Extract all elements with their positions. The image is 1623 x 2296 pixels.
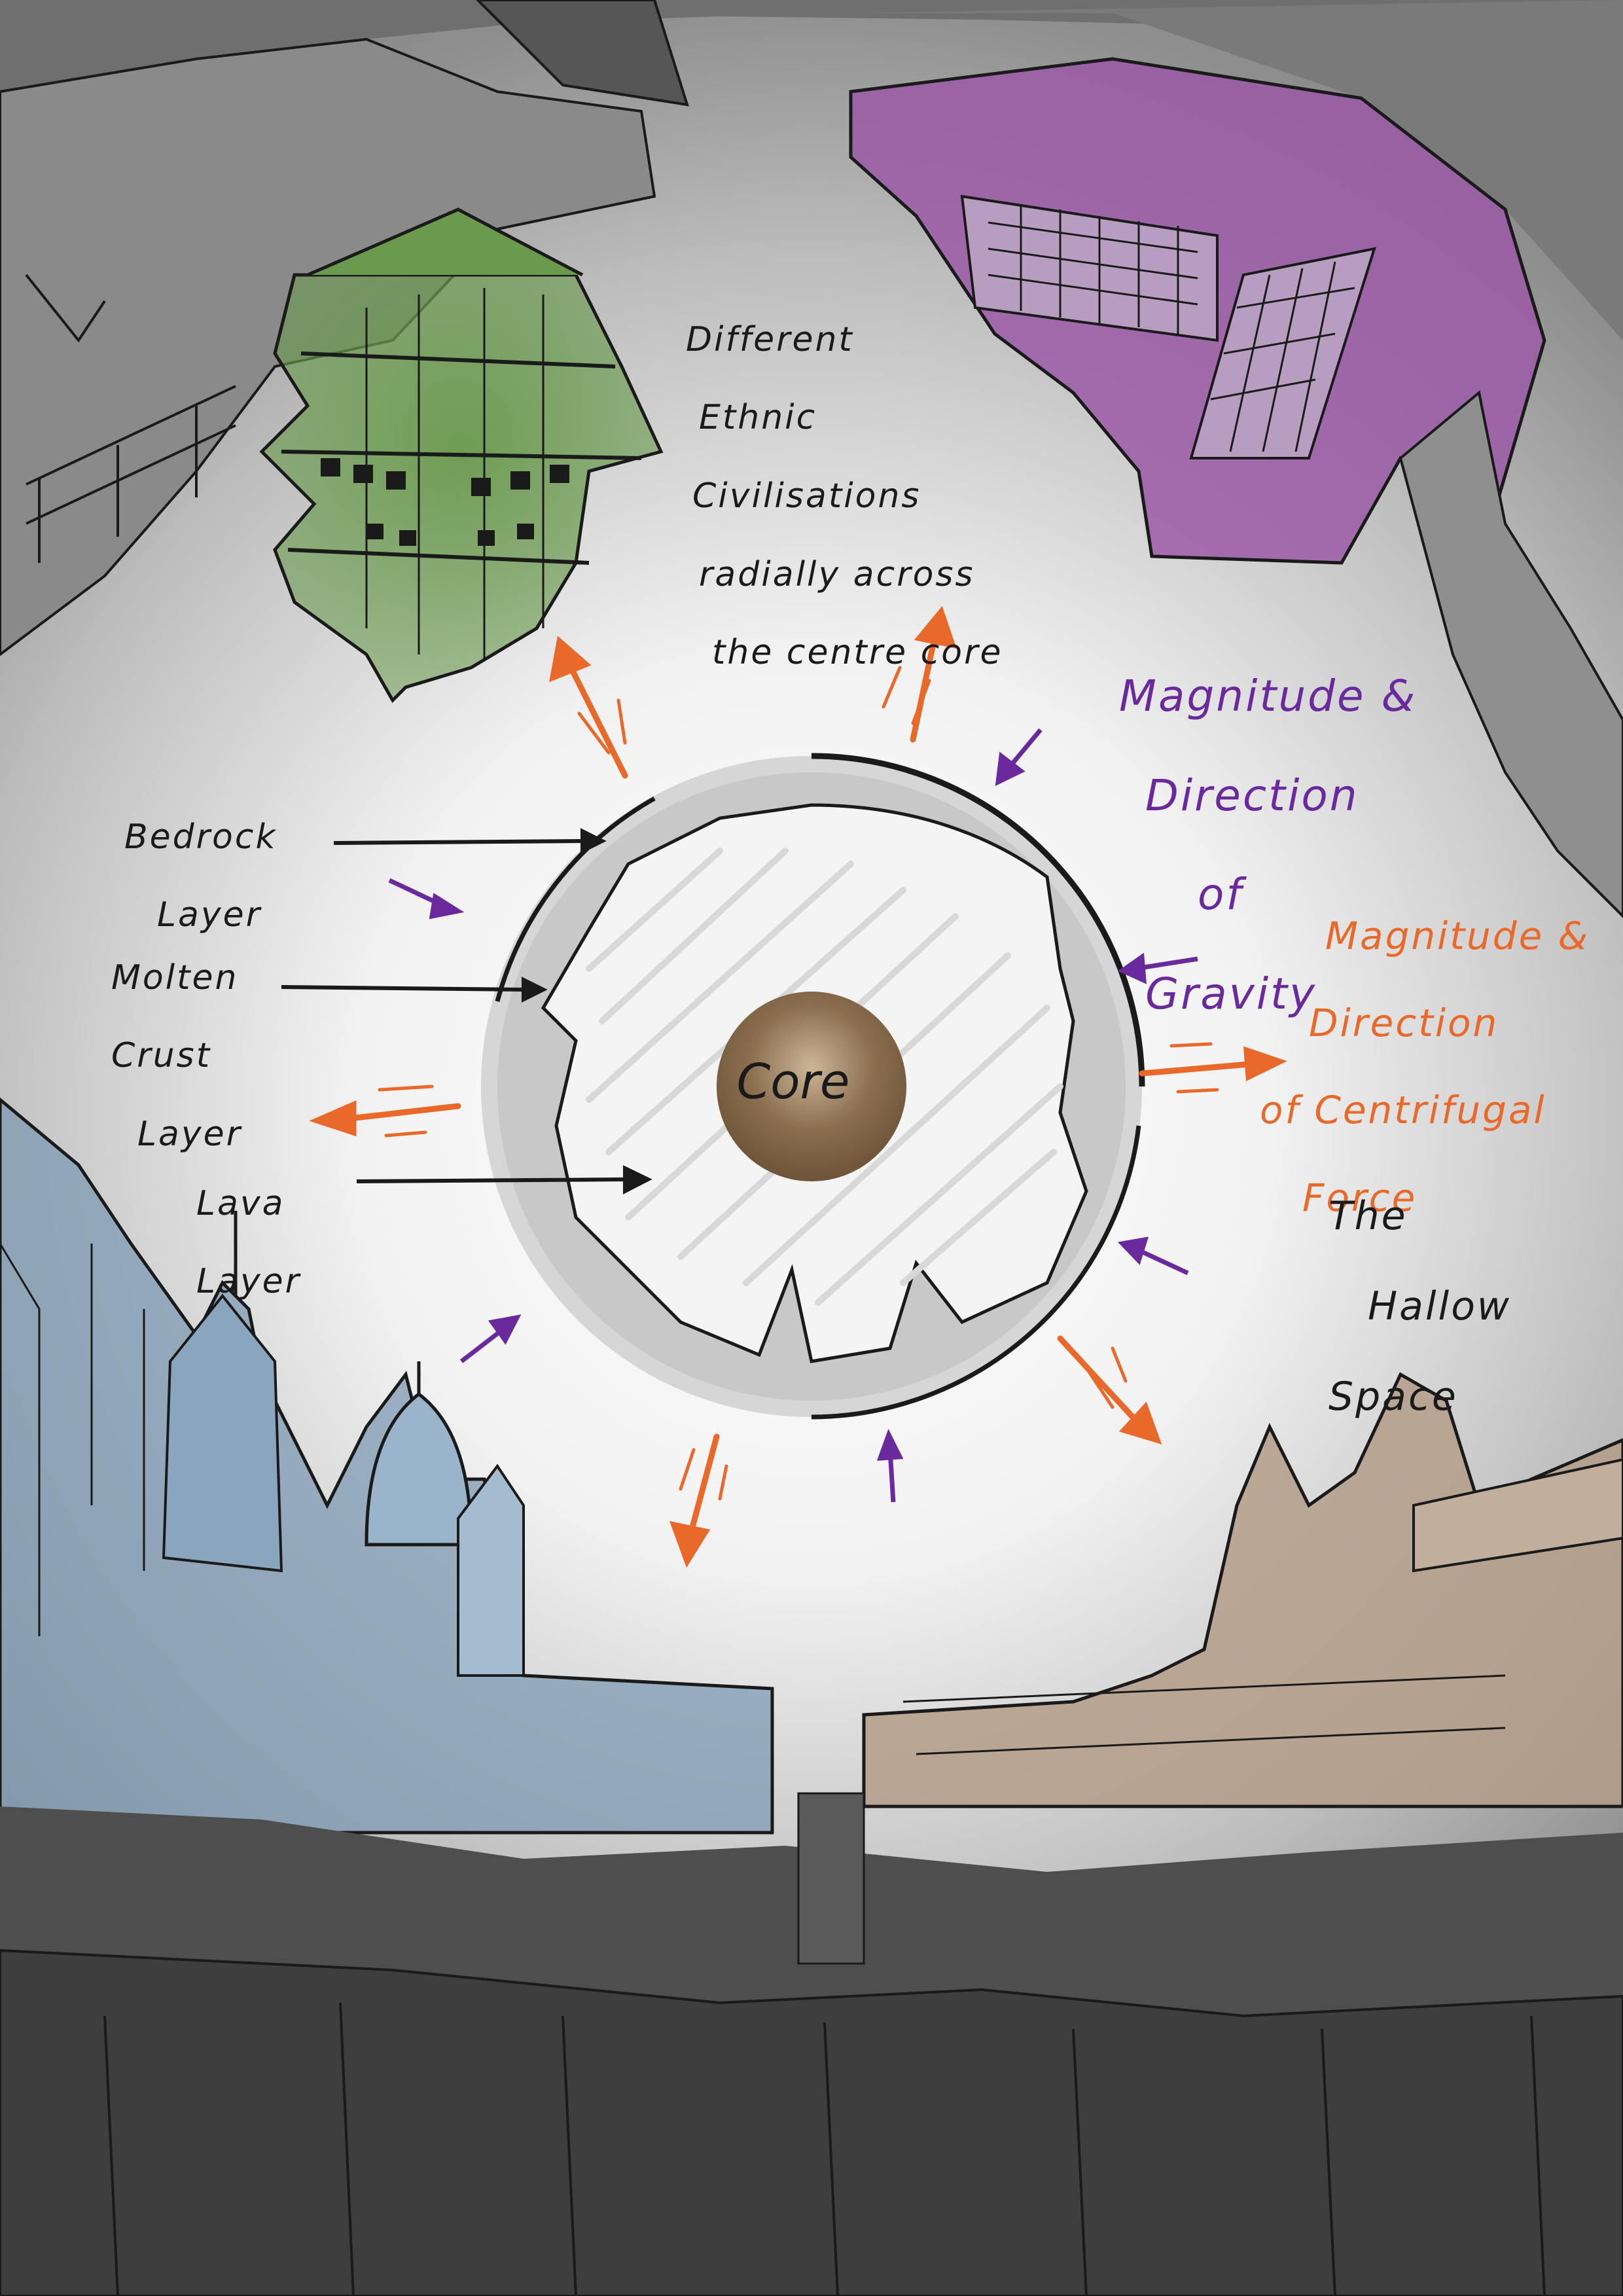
centrifugal-label: Magnitude & Direction of Centrifugal For… (1260, 913, 1590, 1220)
purple-skyscraper-civilisation (849, 57, 1623, 918)
bedrock-outline-bottom (811, 1125, 1141, 1420)
civilisations-label: Different Ethnic Civilisations radially … (686, 319, 1003, 673)
core-sphere (717, 992, 906, 1181)
hallow-space-label: The Hallow Space (1329, 1193, 1512, 1420)
centrifugal-arrows (309, 605, 1287, 1568)
blue-cathedral-civilisation (0, 1097, 774, 1835)
ground-rock (0, 1792, 1623, 2296)
bedrock-outline-top (811, 753, 1145, 1087)
bedrock-pointer-arrow (333, 839, 583, 845)
left-scaffold (25, 274, 236, 563)
pointer-arrows (281, 828, 652, 1194)
planet-cross-section (481, 753, 1145, 1420)
gravity-label: Magnitude & Direction of Gravity (1119, 670, 1418, 1020)
molten-crust-pointer-arrow (281, 985, 524, 992)
molten-crust-label: Molten Crust Layer (111, 958, 242, 1154)
lava-pointer-arrow (356, 1177, 626, 1183)
tan-mountain-civilisation (862, 1372, 1623, 1808)
green-pagoda-civilisation (259, 207, 664, 704)
bedrock-label: Bedrock Layer (124, 817, 277, 935)
lava-label: Lava Layer (196, 1183, 301, 1302)
gravity-arrows (388, 728, 1198, 1503)
core-label: Core (736, 1054, 850, 1110)
